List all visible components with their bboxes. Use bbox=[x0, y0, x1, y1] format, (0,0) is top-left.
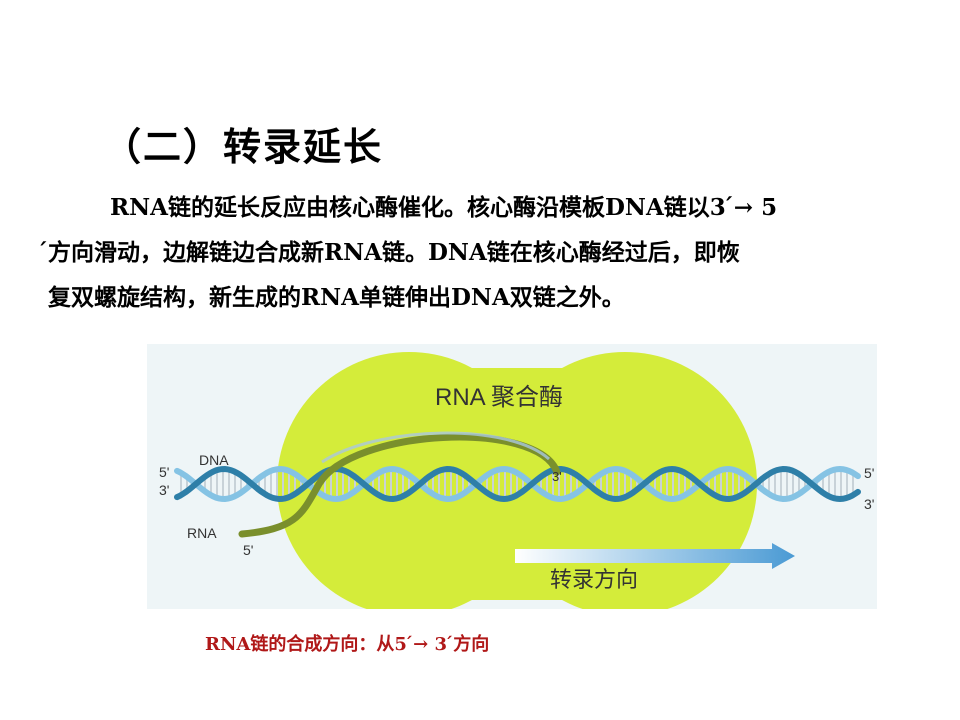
caption: RNA链的合成方向：从5 ́→ 3 ́方向 bbox=[205, 630, 489, 656]
paragraph-line-3: 复双螺旋结构，新生成的RNA单链伸出DNA双链之外。 bbox=[48, 275, 948, 320]
rna-5prime-end: 5' bbox=[243, 542, 253, 558]
dna-3prime-end-left: 3' bbox=[159, 482, 169, 498]
dna-3prime-end-right: 3' bbox=[864, 496, 874, 512]
paragraph-line-1: RNA链的延长反应由核心酶催化。核心酶沿模板DNA链以3 ́→ 5 bbox=[48, 185, 948, 230]
rna-3prime-end: 3' bbox=[552, 469, 562, 484]
transcription-diagram-svg: RNA 聚合酶 转录方向 DNA RNA 5' 3' 3' 5' 3' 5' bbox=[147, 344, 877, 609]
dna-5prime-end-right: 5' bbox=[864, 465, 874, 481]
rna-polymerase-label: RNA 聚合酶 bbox=[435, 384, 563, 411]
rna-label: RNA bbox=[187, 525, 217, 541]
dna-5prime-end-left: 5' bbox=[159, 464, 169, 480]
paragraph-line-2: ́方向滑动，边解链边合成新RNA链。DNA链在核心酶经过后，即恢 bbox=[48, 230, 948, 275]
body-paragraph: RNA链的延长反应由核心酶催化。核心酶沿模板DNA链以3 ́→ 5 ́方向滑动，… bbox=[48, 185, 948, 320]
transcription-diagram: RNA 聚合酶 转录方向 DNA RNA 5' 3' 3' 5' 3' 5' bbox=[147, 344, 877, 609]
dna-label: DNA bbox=[199, 452, 229, 468]
transcription-direction-label: 转录方向 bbox=[550, 567, 638, 592]
slide-title: （二）转录延长 bbox=[103, 116, 383, 171]
